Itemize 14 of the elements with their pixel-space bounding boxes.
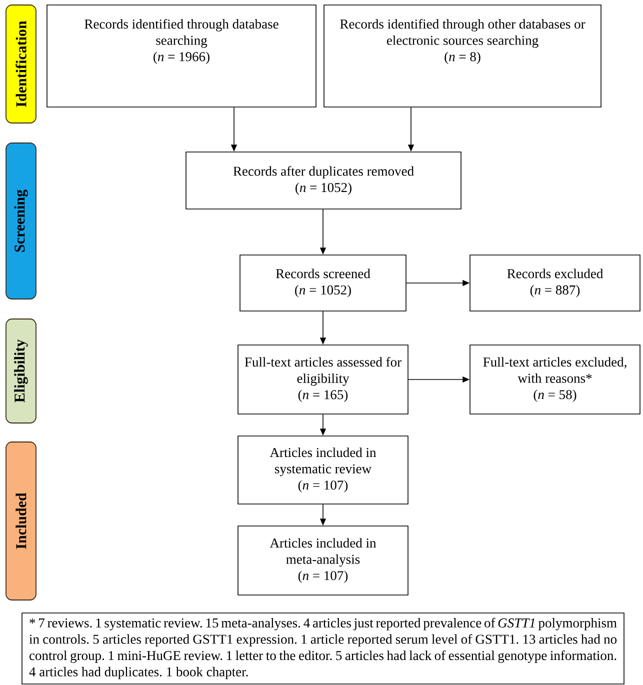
process-box: Articles included in systematic review (n = 107) — [238, 436, 408, 504]
footnote-box: * 7 reviews. 1 systematic review. 15 meta-analyses. 4 articles just reported prevalence of GSTT1 polymorphism in controls. 5 articles reported GSTT1 expression. 1 article reported serum level of GSTT1. 13 articles had no control group. 1 mini-HuGE review. 1 letter to the editor. 5 articles had lack of essential genotype information. 4 articles had duplicates. 1 book chapter. — [22, 612, 624, 684]
process-box: Full-text articles excluded, with reasons* (n = 58) — [470, 344, 640, 414]
stage-band: Screening — [6, 142, 36, 300]
process-box: Records identified through database searching (n = 1966) — [46, 4, 316, 108]
process-box: Records after duplicates removed (n = 1052) — [186, 152, 462, 210]
stage-band: Identification — [6, 4, 36, 124]
stage-band: Eligibility — [6, 318, 36, 424]
process-box: Records screened (n = 1052) — [240, 254, 406, 312]
process-box: Records excluded (n = 887) — [470, 254, 640, 312]
stage-band: Included — [6, 442, 36, 600]
process-box: Articles included in meta-analysis (n = 107) — [238, 526, 408, 596]
process-box: Records identified through other databases or electronic sources searching (n = 8) — [324, 4, 602, 108]
process-box: Full-text articles assessed for eligibility (n = 165) — [238, 344, 408, 414]
